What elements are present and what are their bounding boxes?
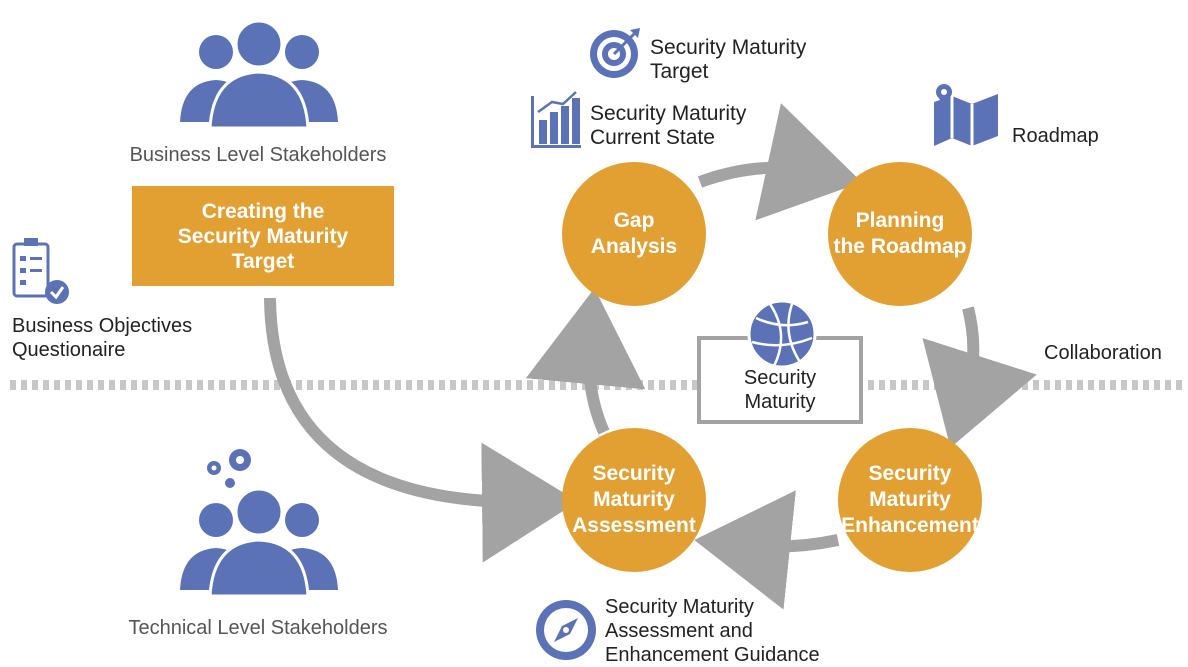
arrow-enhancement-to-assessment xyxy=(694,490,840,610)
target-icon xyxy=(590,28,640,78)
bar-chart-icon xyxy=(531,91,581,148)
business-stakeholders-label: Business Level Stakeholders xyxy=(129,144,387,166)
enhancement-circle xyxy=(838,428,982,572)
people-icon-technical xyxy=(180,487,338,598)
collaboration-label: Collaboration xyxy=(1044,342,1162,364)
arrow-roadmap-to-enhancement xyxy=(922,306,1037,448)
guidance-artifact-label: Security Maturity Assessment and Enhance… xyxy=(605,596,820,666)
enhancement-label: Security Maturity Enhancement xyxy=(841,462,979,537)
technical-stakeholders-label: Technical Level Stakeholders xyxy=(128,617,388,639)
gap-analysis-label: Gap Analysis xyxy=(590,209,678,258)
target-artifact-label: Security Maturity Target xyxy=(650,36,807,83)
people-icon xyxy=(180,19,338,130)
arrow-target-to-assessment xyxy=(264,297,578,563)
assessment-circle xyxy=(562,428,706,572)
globe-icon-overlay xyxy=(747,299,817,369)
arrow-assessment-to-gap xyxy=(525,288,646,435)
planning-roadmap-circle xyxy=(828,162,972,306)
current-state-artifact-label: Security Maturity Current State xyxy=(590,102,747,149)
gap-analysis-circle xyxy=(562,162,706,306)
questionnaire-label: Business Objectives Questionaire xyxy=(12,315,193,361)
target-box-bg xyxy=(132,186,394,286)
planning-roadmap-label: Planning the Roadmap xyxy=(833,209,967,258)
assessment-label: Security Maturity Assessment xyxy=(572,462,696,537)
gears-icon xyxy=(207,449,251,488)
arrow-gap-to-roadmap xyxy=(697,103,862,221)
clipboard-check-icon xyxy=(12,238,69,304)
security-maturity-label: Security Maturity xyxy=(743,367,817,413)
map-icon xyxy=(934,84,998,146)
roadmap-artifact-label: Roadmap xyxy=(1012,125,1099,147)
target-box: Creating the Security Maturity Target xyxy=(177,199,349,273)
compass-icon xyxy=(536,600,596,660)
